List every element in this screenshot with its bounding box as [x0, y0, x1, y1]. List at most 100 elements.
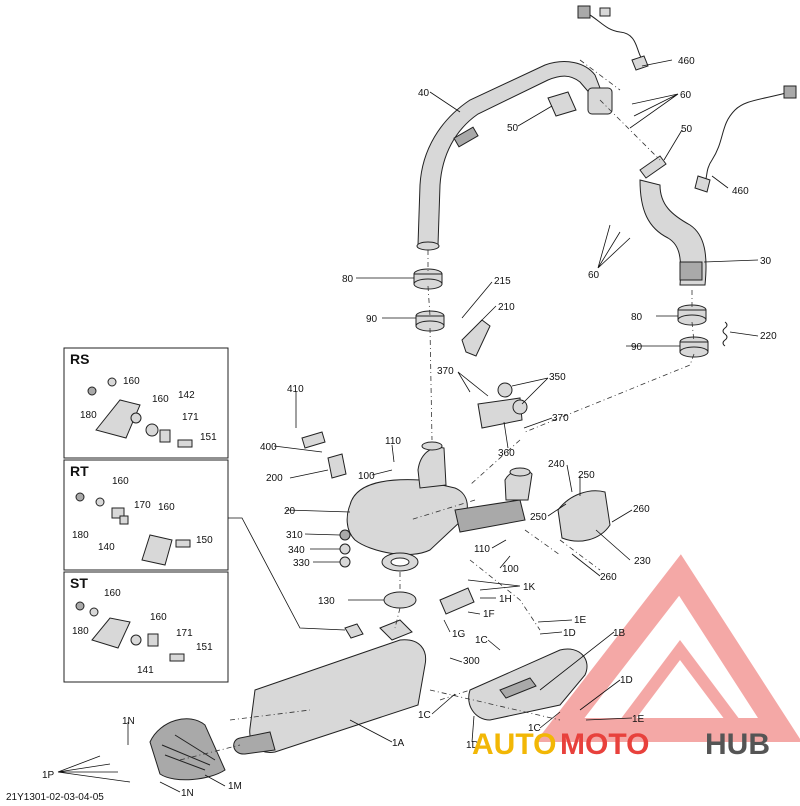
callout-label: 330	[293, 558, 310, 569]
hanger-left	[301, 431, 347, 479]
side-cover	[468, 648, 588, 721]
callout-label: 110	[474, 544, 490, 555]
nut-310	[339, 529, 351, 541]
callout-label: 460	[732, 186, 749, 197]
callout-label: 230	[634, 556, 651, 567]
callout-label: 50	[681, 124, 693, 135]
heat-shield	[557, 490, 611, 542]
callout-labels: 460 60 40 50 50 460 60 30 80 215 210 90 …	[42, 56, 777, 799]
label: 151	[196, 642, 213, 653]
callout-label: 60	[680, 90, 692, 101]
callout-label: 210	[498, 302, 515, 313]
callout-label: 1C	[528, 723, 541, 734]
callout-label: 215	[494, 276, 511, 287]
callout-label: 1G	[452, 629, 466, 640]
spring	[722, 321, 728, 347]
reference-code: 21Y1301-02-03-04-05	[6, 792, 104, 803]
assembly-lines	[179, 59, 695, 761]
label: 160	[150, 612, 167, 623]
label: 151	[200, 432, 217, 443]
variant-box-st: ST 160 180 160 171 141 151	[63, 571, 229, 683]
end-cap	[149, 718, 226, 781]
callout-label: 410	[287, 384, 304, 395]
callout-label: 130	[318, 596, 335, 607]
callout-label: 1F	[483, 609, 495, 620]
muffler-main	[233, 619, 427, 755]
callout-label: 340	[288, 545, 305, 556]
label: 160	[104, 588, 121, 599]
callout-label: 30	[760, 256, 772, 267]
callout-label: 310	[286, 530, 303, 541]
callout-label: 1D	[620, 675, 633, 686]
label: 160	[158, 502, 175, 513]
callout-label: 100	[358, 471, 375, 482]
callout-label: 80	[342, 274, 354, 285]
callout-label: 1H	[499, 594, 512, 605]
callout-label: 110	[385, 436, 401, 447]
callout-label: 1E	[574, 615, 587, 626]
callout-label: 260	[633, 504, 650, 515]
callout-label: 1A	[392, 738, 405, 749]
callout-label: 220	[760, 331, 777, 342]
callout-label: 1B	[613, 628, 626, 639]
washer-340	[339, 543, 351, 555]
watermark-moto: MOTO	[560, 728, 649, 761]
callout-label: 1P	[42, 770, 55, 781]
callout-label: 250	[578, 470, 595, 481]
callout-label: 50	[507, 123, 519, 134]
variant-box-rs: RS 160 180 160 142 171 151	[63, 347, 229, 459]
oxygen-sensor-upper	[577, 5, 649, 71]
bracket-1f	[439, 587, 475, 615]
callout-label: 370	[552, 413, 569, 424]
callout-label: 1E	[632, 714, 645, 725]
callout-label: 80	[631, 312, 643, 323]
variant-title-rt: RT	[70, 463, 89, 479]
label: 160	[152, 394, 169, 405]
callout-label: 350	[549, 372, 566, 383]
head-pipe-rear	[639, 155, 707, 286]
label: 180	[72, 530, 89, 541]
label: 142	[178, 390, 195, 401]
callout-label: 250	[530, 512, 547, 523]
callout-label: 1N	[181, 788, 194, 799]
callout-label: 1D	[466, 740, 479, 751]
label: 141	[137, 665, 154, 676]
variant-connector	[228, 517, 346, 631]
muffler-center	[346, 441, 533, 572]
hanger-bracket	[477, 382, 528, 429]
callout-label: 370	[437, 366, 454, 377]
label: 171	[182, 412, 199, 423]
callout-label: 20	[284, 506, 296, 517]
callout-label: 1K	[523, 582, 536, 593]
callout-label: 260	[600, 572, 617, 583]
label: 160	[123, 376, 140, 387]
callout-label: 100	[502, 564, 519, 575]
callout-label: 1D	[563, 628, 576, 639]
callout-label: 1C	[475, 635, 488, 646]
callout-label: 1M	[228, 781, 242, 792]
label: 180	[80, 410, 97, 421]
label: 170	[134, 500, 151, 511]
callout-label: 90	[366, 314, 378, 325]
watermark-text: AUTO MOTO HUB	[472, 728, 770, 761]
heat-shield-small	[461, 319, 491, 357]
spring-330	[339, 556, 351, 568]
callout-label: 300	[463, 656, 480, 667]
variant-title-st: ST	[70, 575, 88, 591]
clamp-front	[413, 268, 443, 290]
watermark-logo	[535, 554, 800, 742]
label: 160	[112, 476, 129, 487]
variant-box-rt: RT 160 180 170 160 140 150	[63, 459, 229, 571]
callout-label: 360	[498, 448, 515, 459]
leader-lines	[57, 59, 759, 793]
watermark-hub: HUB	[705, 728, 770, 761]
callout-label: 1N	[122, 716, 135, 727]
callout-label: 60	[588, 270, 600, 281]
callout-label: 200	[266, 473, 283, 484]
callout-label: 1C	[418, 710, 431, 721]
head-pipe-front	[416, 61, 613, 251]
gasket-130	[383, 591, 417, 609]
label: 140	[98, 542, 115, 553]
label: 180	[72, 626, 89, 637]
